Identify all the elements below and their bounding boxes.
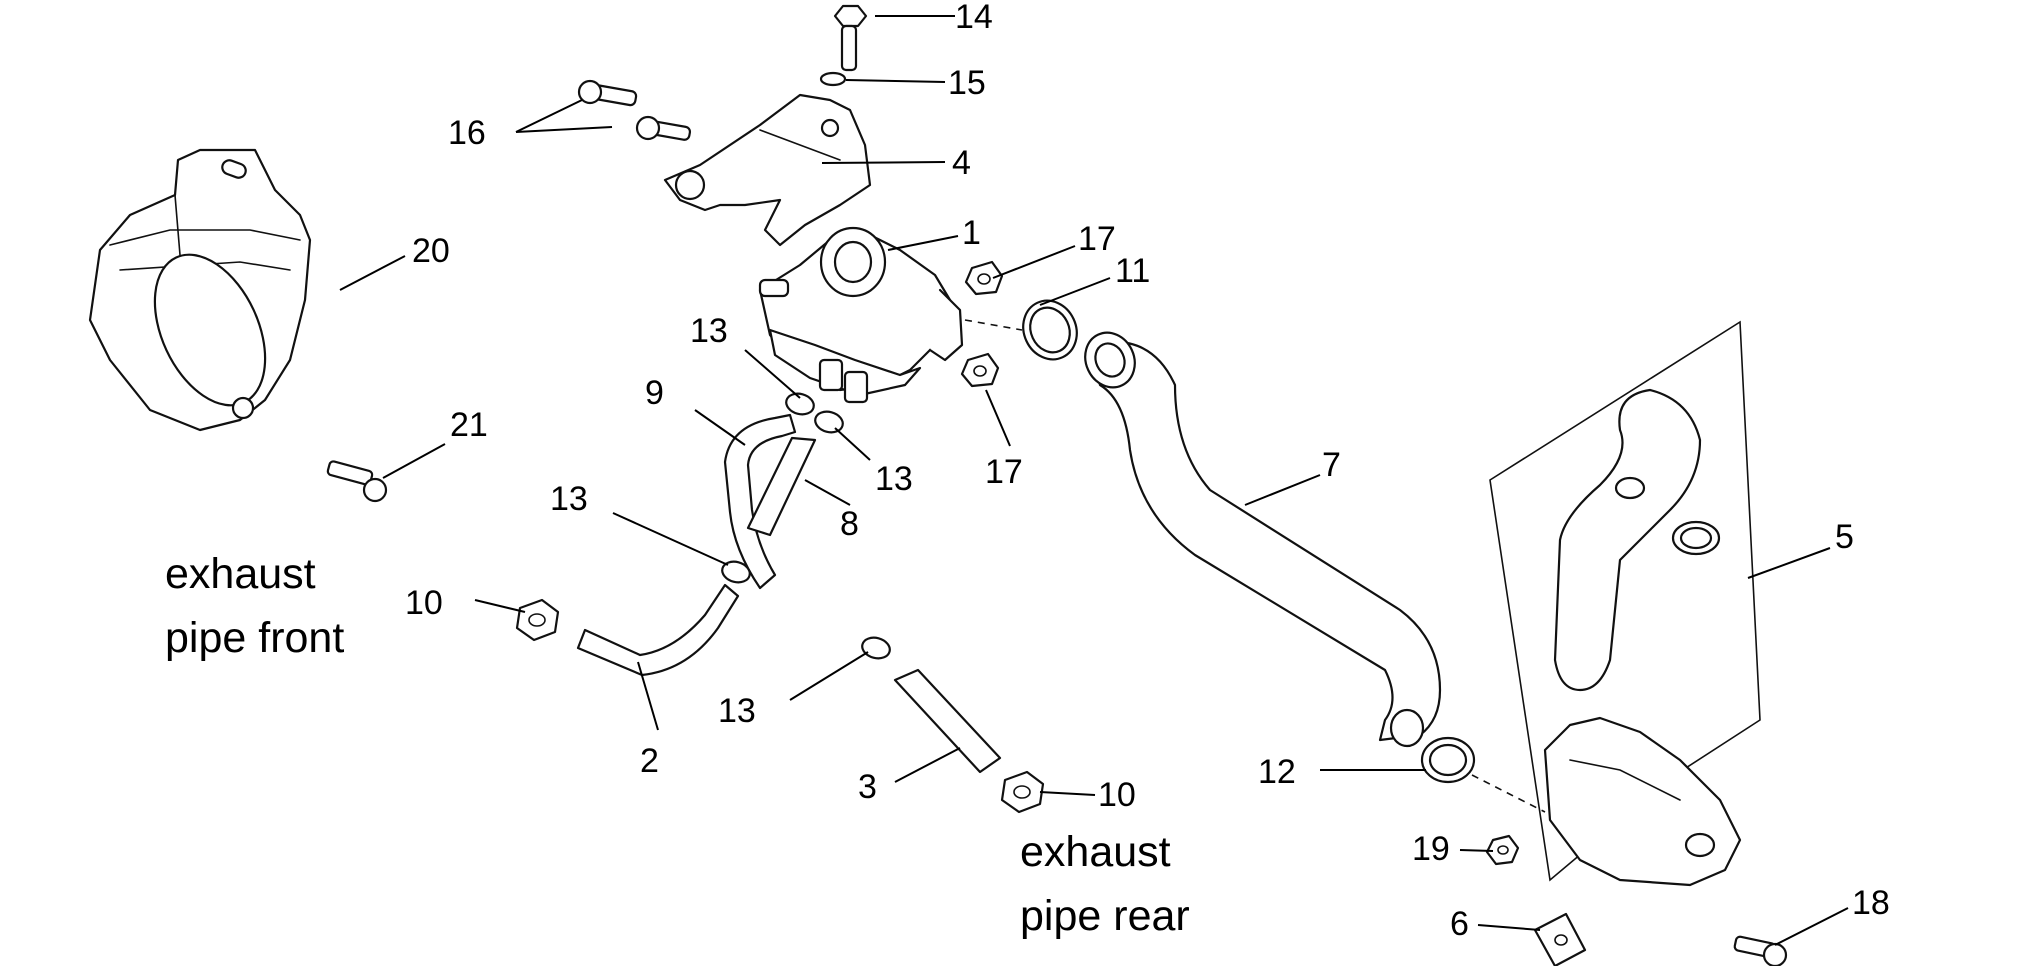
- leader-lines: [339, 15, 1849, 946]
- part-21-screw: [326, 460, 388, 503]
- label-3: 3: [858, 768, 877, 806]
- label-13-b: 13: [875, 460, 913, 498]
- part-11-clamp: [1022, 299, 1078, 361]
- caption-exhaust-rear-line2: pipe rear: [1020, 892, 1190, 940]
- part-15-washer: [819, 71, 847, 87]
- part-labels: 1 2 3 4 5 6 7 8 9 10 10 11 12 13 13 13 1…: [405, 0, 1890, 943]
- label-2: 2: [640, 742, 659, 780]
- caption-exhaust-front-line2: pipe front: [165, 614, 344, 662]
- part-4-bracket: [663, 93, 872, 247]
- label-11: 11: [1115, 252, 1150, 290]
- part-18-screw: [1733, 935, 1788, 966]
- label-14: 14: [955, 0, 993, 36]
- label-5: 5: [1835, 518, 1854, 556]
- assembly-line-clamp-5: [1471, 774, 1546, 813]
- part-3-hose: [893, 668, 1002, 774]
- part-10-nuts: [515, 598, 1045, 814]
- label-20: 20: [412, 232, 450, 270]
- part-12-clamp: [1420, 736, 1476, 784]
- label-10-front: 10: [405, 584, 443, 622]
- label-1: 1: [962, 214, 981, 252]
- part-1-air-valve: [758, 226, 964, 404]
- part-20-shield: [88, 148, 312, 432]
- label-17-b: 17: [985, 453, 1023, 491]
- label-16: 16: [448, 114, 486, 152]
- label-8: 8: [840, 505, 859, 543]
- label-19: 19: [1412, 830, 1450, 868]
- part-8-hose: [746, 436, 817, 537]
- caption-exhaust-front-line1: exhaust: [165, 550, 316, 598]
- part-7-hose: [1084, 331, 1442, 748]
- label-12: 12: [1258, 753, 1296, 791]
- part-9-hose: [723, 413, 797, 590]
- captions: exhaust pipe front exhaust pipe rear: [165, 550, 1190, 940]
- part-17-nuts: [960, 260, 1004, 388]
- label-17-a: 17: [1078, 220, 1116, 258]
- label-15: 15: [948, 64, 986, 102]
- part-13-clamps: [721, 392, 891, 660]
- label-9: 9: [645, 374, 664, 412]
- label-6: 6: [1450, 905, 1469, 943]
- part-2-hose: [576, 583, 740, 677]
- label-21: 21: [450, 406, 488, 444]
- part-16-screws: [577, 79, 692, 141]
- label-18: 18: [1852, 884, 1890, 922]
- label-10-rear: 10: [1098, 776, 1136, 814]
- label-13-a: 13: [690, 312, 728, 350]
- part-14-bolt: [833, 4, 868, 72]
- label-7: 7: [1322, 446, 1341, 484]
- part-19-nut: [1485, 834, 1520, 866]
- part-5-group: [1489, 320, 1761, 887]
- label-4: 4: [952, 144, 971, 182]
- label-13-c: 13: [550, 480, 588, 518]
- label-13-d: 13: [718, 692, 756, 730]
- caption-exhaust-rear-line1: exhaust: [1020, 828, 1171, 876]
- assembly-line-valve-clamp: [964, 319, 1023, 331]
- part-6-clip: [1533, 912, 1587, 966]
